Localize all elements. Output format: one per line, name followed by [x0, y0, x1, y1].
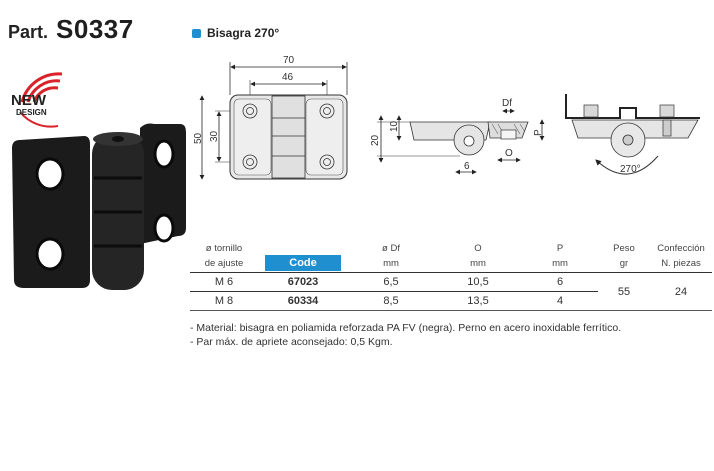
svg-text:DESIGN: DESIGN	[16, 108, 47, 117]
part-prefix: Part.	[8, 22, 49, 42]
cell-df: 6,5	[348, 272, 434, 292]
cell-p: 6	[522, 272, 598, 292]
svg-text:10: 10	[389, 120, 400, 132]
table-row: M 8 60334 8,5 13,5 4	[190, 291, 712, 311]
part-title: Part. S0337	[8, 14, 134, 45]
table-row: M 6 67023 6,5 10,5 6 55 24	[190, 272, 712, 311]
part-number: S0337	[56, 14, 134, 44]
svg-text:6: 6	[464, 161, 470, 172]
svg-text:30: 30	[209, 130, 220, 142]
svg-text:NEW: NEW	[11, 92, 47, 109]
cell-code: 60334	[258, 291, 348, 311]
cell-o: 13,5	[434, 291, 522, 311]
square-bullet-icon	[192, 28, 201, 38]
front-view-drawing: 70 46 50 30	[193, 55, 348, 180]
svg-text:50: 50	[193, 132, 204, 144]
cell-weight: 55	[598, 272, 650, 311]
side-section-drawing: 20 10 Df O P 6	[370, 98, 545, 175]
note-material: - Material: bisagra en poliamida reforza…	[190, 322, 622, 334]
product-photo: NEW DESIGN	[11, 72, 186, 290]
cell-df: 8,5	[348, 291, 434, 311]
cell-pack: 24	[650, 272, 712, 311]
new-design-badge-icon: NEW DESIGN	[11, 72, 63, 128]
cell-code-link[interactable]: 67023	[258, 272, 348, 292]
note-torque: - Par máx. de apriete aconsejado: 0,5 Kg…	[190, 336, 393, 348]
rotation-drawing: 270°	[565, 94, 700, 175]
notes: - Material: bisagra en poliamida reforza…	[190, 321, 621, 349]
section-label: Bisagra 270°	[192, 26, 279, 40]
svg-text:20: 20	[370, 134, 381, 146]
cell-screw: M 6	[190, 272, 258, 292]
svg-text:46: 46	[282, 72, 294, 83]
svg-text:Df: Df	[502, 98, 512, 109]
svg-text:O: O	[505, 148, 513, 159]
section-title: Bisagra 270°	[207, 26, 280, 40]
header-code: Code	[258, 240, 348, 273]
svg-text:P: P	[533, 129, 544, 136]
hinge-photo-icon	[12, 123, 186, 290]
svg-text:270°: 270°	[620, 164, 641, 175]
cell-screw: M 8	[190, 291, 258, 311]
svg-text:70: 70	[283, 55, 295, 66]
cell-o: 10,5	[434, 272, 522, 292]
cell-p: 4	[522, 291, 598, 311]
